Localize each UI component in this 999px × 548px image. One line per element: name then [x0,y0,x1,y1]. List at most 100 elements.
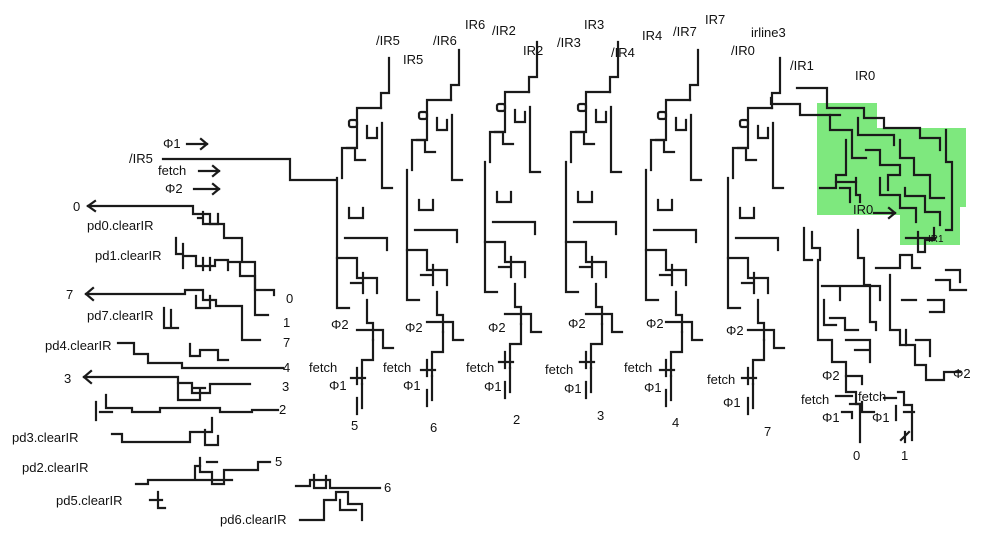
wire-path [335,176,351,310]
wire-path [576,190,594,204]
wire-path [689,113,703,182]
pulldown-output: 7 [66,287,73,302]
wire-path [609,105,623,174]
wire-path [405,248,449,287]
wire-path [658,358,676,378]
column-output-label: 7 [764,424,771,439]
wire-path [503,312,543,334]
pulldown-output: 4 [283,360,290,375]
wire-path [435,290,445,334]
wire-path [488,90,531,164]
wire-path [746,382,755,416]
wire-path [726,256,770,295]
wire-path [770,56,782,110]
column-fetch-label: fetch [624,360,652,375]
wire-path [740,366,758,386]
wire-path [497,350,515,370]
top-input-label: /IR4 [611,45,635,60]
phi1-label: Φ1 [163,136,181,151]
column-phi2-label: Φ2 [331,317,349,332]
column-output-label: 1 [901,448,908,463]
wire-path [413,228,459,244]
wire-path [355,328,395,350]
column-phi2-label: Φ2 [405,320,423,335]
wire-path [425,320,465,342]
pulldown-label: pd0.clearIR [87,218,153,233]
wire-path [771,121,785,190]
wire-path [430,330,445,378]
wire-path [734,236,780,252]
transistor-loop [656,110,668,121]
top-input-label: IR3 [584,17,604,32]
wire-path [656,198,674,212]
pulldown-label: pd1.clearIR [95,248,161,263]
column-phi1-label: Φ1 [564,381,582,396]
wire-path [513,282,523,326]
top-input-label: irline3 [751,25,786,40]
highlight-wiring [769,86,968,444]
wire-path [340,106,383,180]
column-phi1-label: Φ1 [484,379,502,394]
pulldown-label: pd6.clearIR [220,512,286,527]
column-fetch-label: fetch [801,392,829,407]
pulldown-label: pd5.clearIR [56,493,122,508]
wire-path [756,298,766,342]
wire-path [726,176,742,310]
transistor-loop [576,102,588,113]
wire-path [664,320,704,342]
wire-path [664,374,673,408]
column-fetch-label: fetch [466,360,494,375]
top-input-label: /IR0 [731,43,755,58]
wire-path [493,130,515,146]
wire-path [335,256,379,295]
wire-path [756,124,770,140]
wire-path [508,322,523,370]
column-phi2-label: Φ2 [568,316,586,331]
wire-path [528,105,542,174]
wire-path [379,56,391,110]
column-output-label: 2 [513,412,520,427]
wire-path [594,282,604,326]
top-input-label: IR7 [705,12,725,27]
wire-path [572,220,618,236]
column-phi1-label: Φ1 [822,410,840,425]
wire-path [349,366,367,386]
wire-path [740,271,756,295]
pulldown-output: 0 [286,291,293,306]
top-input-label: IR4 [642,28,662,43]
wire-path [649,98,692,172]
wire-path [483,240,527,279]
wire-path [435,116,449,132]
wire-path [495,190,513,204]
top-input-label: IR5 [403,52,423,67]
column-output-label: 5 [351,418,358,433]
top-input-label: IR0 [855,68,875,83]
wire-path [736,146,758,162]
wire-path [569,90,612,164]
wire-path [527,40,539,94]
column-fetch-label: fetch [858,389,886,404]
column-phi2-label: Φ2 [488,320,506,335]
wire-path [654,138,676,154]
wire-path [417,198,435,212]
transistor-loop [347,118,359,129]
pulldown-wiring [82,137,382,522]
top-input-label: /IR3 [557,35,581,50]
wire-path [674,290,684,334]
pulldown-label: pd3.clearIR [12,430,78,445]
wire-path [410,98,453,172]
pulldown-label: pd7.clearIR [87,308,153,323]
wire-path [419,263,435,287]
wire-path [564,160,580,294]
pulldown-output: 3 [64,371,71,386]
wire-path [688,48,700,102]
pulldown-output: 3 [282,379,289,394]
wire-path [584,366,593,400]
wire-path [738,206,756,220]
ir1-label: IR1 [928,234,944,245]
wire-path [644,248,688,287]
column-output-label: 3 [597,408,604,423]
fetch-label: fetch [158,163,186,178]
wire-path [497,255,513,279]
